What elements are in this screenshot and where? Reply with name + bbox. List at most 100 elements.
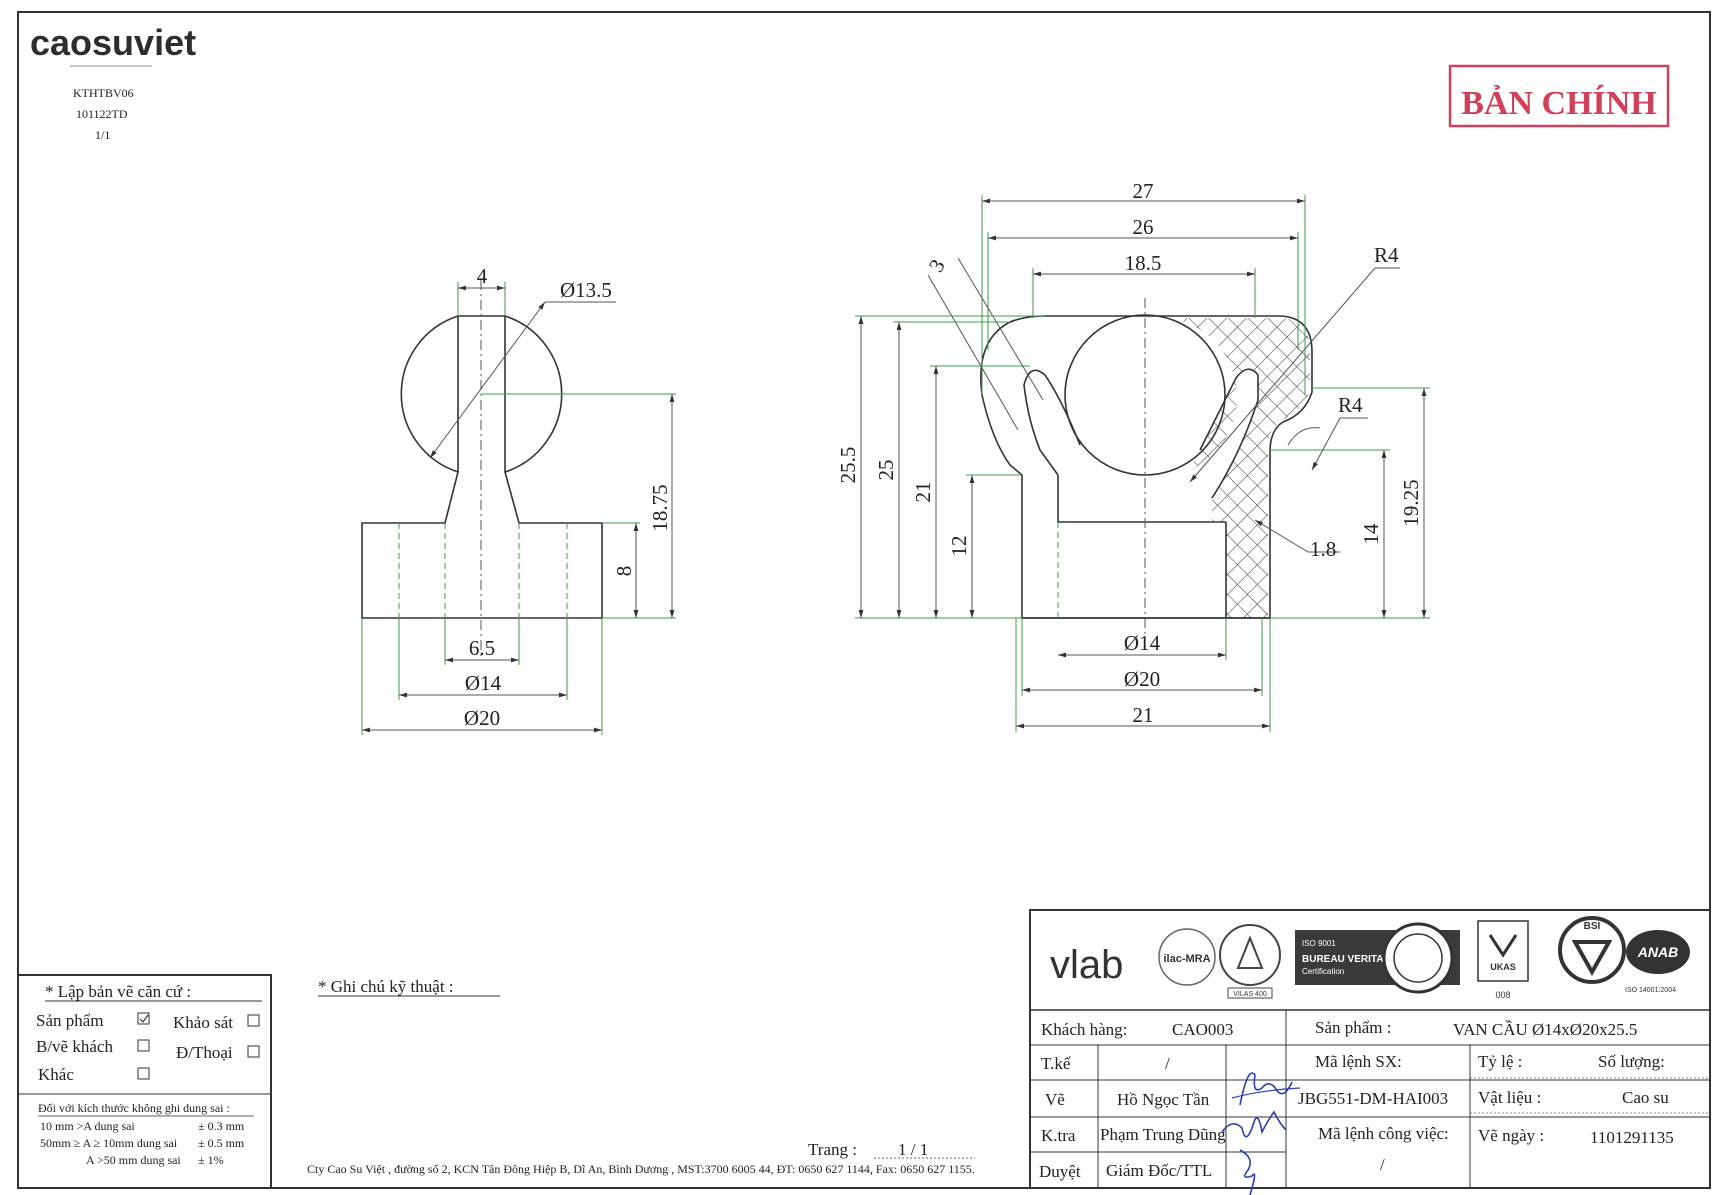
dim-h25: 25 <box>874 460 898 481</box>
page-label: Trang : <box>808 1140 857 1159</box>
tolerance-range-1: 10 mm >A dung sai <box>40 1119 135 1133</box>
dim-w21: 21 <box>1133 703 1154 727</box>
order-label: Mã lệnh SX: <box>1315 1052 1402 1071</box>
stamp-text: BẢN CHÍNH <box>1461 84 1657 122</box>
page-value: 1 / 1 <box>898 1140 928 1159</box>
date-label: Vẽ ngày : <box>1478 1126 1544 1145</box>
dim-base-height: 8 <box>612 566 636 577</box>
logo-text: caosuviet <box>30 22 196 63</box>
dim-h21: 21 <box>911 482 935 503</box>
front-view: 4 Ø13.5 18.75 8 6.5 Ø14 Ø20 <box>361 264 676 735</box>
anab-logo: ANAB <box>1637 944 1678 960</box>
bsi-logo: BSI <box>1584 921 1601 932</box>
dim-26: 26 <box>1133 215 1154 239</box>
vilas-logo-icon <box>1219 924 1281 986</box>
checkbox-product[interactable] <box>137 1012 150 1025</box>
basis-item-customer-drawing: B/vẽ khách <box>36 1037 113 1056</box>
dim-h19-25: 19.25 <box>1399 479 1423 526</box>
basis-item-other: Khác <box>38 1065 74 1084</box>
original-stamp: BẢN CHÍNH <box>1448 64 1670 128</box>
dim-d14: Ø14 <box>465 671 502 695</box>
customer-label: Khách hàng: <box>1041 1020 1127 1039</box>
dim-wall: 1.8 <box>1310 537 1336 561</box>
ilac-logo: ilac-MRA <box>1163 953 1210 965</box>
checkbox-phone[interactable] <box>247 1045 260 1058</box>
dim-d20: Ø20 <box>464 706 500 730</box>
signature-checker <box>1221 1110 1287 1138</box>
svg-text:Certification: Certification <box>1302 967 1344 976</box>
dim-h14: 14 <box>1359 523 1383 545</box>
sheet-border <box>17 11 1711 1189</box>
vlab-logo: vlab <box>1050 943 1123 987</box>
dim-d14-right: Ø14 <box>1124 631 1161 655</box>
tolerance-range-2: 50mm ≥ A ≥ 10mm dung sai <box>40 1136 178 1150</box>
date-value: 1101291135 <box>1590 1128 1674 1147</box>
doc-code: KTHTBV06 <box>73 86 134 100</box>
iso14001-label: ISO 14001:2004 <box>1625 987 1676 994</box>
approve-value: Giám Đốc/TTL <box>1106 1161 1212 1180</box>
design-label: T.kế <box>1041 1054 1071 1073</box>
job-value: / <box>1380 1155 1385 1174</box>
scale-label: Tỷ lệ : <box>1478 1052 1522 1071</box>
tolerance-value-3: ± 1% <box>198 1153 224 1167</box>
ukas-number: 008 <box>1495 990 1510 1000</box>
svg-text:BUREAU VERITAS: BUREAU VERITAS <box>1302 954 1390 965</box>
anab-logo-icon <box>1626 930 1690 974</box>
basis-item-phone: Đ/Thoại <box>176 1043 233 1062</box>
doc-rev: 101122TD <box>76 107 128 121</box>
product-value: VAN CẦU Ø14xØ20x25.5 <box>1453 1020 1637 1039</box>
dim-r4-right: R4 <box>1338 393 1363 417</box>
material-value: Cao su <box>1622 1088 1669 1107</box>
checkbox-other[interactable] <box>137 1067 150 1080</box>
dim-h12: 12 <box>947 536 971 557</box>
title-block: vlab ilac-MRA VILAS 400 ISO 9001 BUREAU … <box>1029 909 1711 1195</box>
checkbox-customer-drawing[interactable] <box>137 1039 150 1052</box>
dim-lip: 3 <box>924 255 950 276</box>
tolerance-value-1: ± 0.3 mm <box>198 1119 245 1133</box>
svg-text:ISO 9001: ISO 9001 <box>1302 939 1336 948</box>
section-view: 27 26 18.5 3 R4 R4 1.8 25.5 25 <box>836 179 1430 732</box>
design-value: / <box>1165 1054 1170 1073</box>
certification-logos: vlab ilac-MRA VILAS 400 ISO 9001 BUREAU … <box>1050 916 1690 1000</box>
dim-d20-right: Ø20 <box>1124 667 1160 691</box>
company-address: Cty Cao Su Việt , đường số 2, KCN Tân Đô… <box>307 1162 975 1176</box>
basis-title: * Lập bản vẽ căn cứ : <box>45 982 191 1001</box>
ilac-logo-icon <box>1158 928 1216 986</box>
dim-h25-5: 25.5 <box>836 447 860 484</box>
technical-notes-title: * Ghi chú kỹ thuật : <box>318 977 454 996</box>
tolerance-range-3: A >50 mm dung sai <box>86 1153 181 1167</box>
signature-approver <box>1239 1149 1256 1195</box>
company-logo: caosuviet <box>30 22 196 67</box>
dim-ball-dia: Ø13.5 <box>560 278 612 302</box>
signature-drawer <box>1239 1072 1293 1106</box>
tolerance-title: Đối với kích thước không ghi dung sai : <box>38 1101 230 1115</box>
ukas-logo: UKAS <box>1490 962 1516 972</box>
dim-total-height: 18.75 <box>648 484 672 531</box>
vilas-logo: VILAS 400 <box>1233 991 1267 998</box>
check-value: Phạm Trung Dũng <box>1100 1125 1226 1144</box>
dim-r4-top: R4 <box>1374 243 1399 267</box>
dim-18-5: 18.5 <box>1125 251 1162 275</box>
basis-item-survey: Khảo sát <box>173 1013 233 1032</box>
order-value: JBG551-DM-HAI003 <box>1298 1089 1448 1108</box>
customer-value: CAO003 <box>1172 1020 1233 1039</box>
product-label: Sản phẩm : <box>1315 1018 1392 1037</box>
dim-27: 27 <box>1133 179 1154 203</box>
dim-neck-width: 4 <box>477 264 488 288</box>
doc-page: 1/1 <box>95 128 110 142</box>
checkbox-survey[interactable] <box>247 1014 260 1027</box>
material-label: Vật liệu : <box>1478 1088 1541 1107</box>
draw-value: Hồ Ngọc Tần <box>1117 1090 1210 1109</box>
job-label: Mã lệnh công việc: <box>1318 1124 1449 1143</box>
basis-box: * Lập bản vẽ căn cứ : Sản phẩm Khảo sát … <box>17 974 272 1189</box>
tolerance-value-2: ± 0.5 mm <box>198 1136 245 1150</box>
ukas-logo-icon <box>1477 920 1529 982</box>
bsi-logo-icon <box>1558 916 1626 984</box>
approve-label: Duyệt <box>1039 1162 1081 1181</box>
draw-label: Vẽ <box>1045 1090 1065 1109</box>
check-label: K.tra <box>1041 1126 1076 1145</box>
qty-label: Số lượng: <box>1598 1052 1665 1071</box>
dim-bore: 6.5 <box>469 636 495 660</box>
basis-item-product: Sản phẩm <box>36 1011 104 1030</box>
